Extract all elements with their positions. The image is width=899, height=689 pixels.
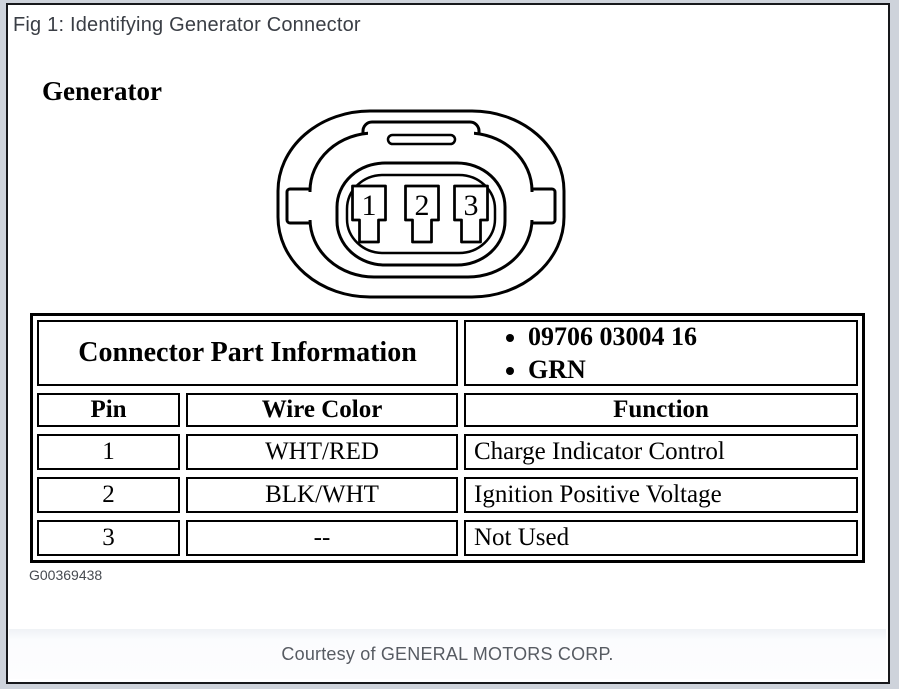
footer-credit-bar: Courtesy of GENERAL MOTORS CORP. [9, 629, 886, 679]
figure-id: G00369438 [29, 567, 103, 583]
right-key-junction-mask [526, 192, 536, 220]
part-info-list: 09706 03004 16 GRN [466, 322, 697, 384]
table-row-1-pin: 1 [37, 434, 180, 470]
column-header-wire-color: Wire Color [186, 393, 458, 427]
pin-2-terminal [404, 184, 440, 244]
part-info-header-cell: Connector Part Information [37, 320, 458, 386]
column-header-pin: Pin [37, 393, 180, 427]
part-info-values-cell: 09706 03004 16 GRN [464, 320, 858, 386]
left-key-junction-mask [306, 192, 316, 220]
table-row-2-pin: 2 [37, 477, 180, 513]
connector-diagram: 1 2 3 [276, 109, 566, 299]
table-row-3-pin: 3 [37, 520, 180, 556]
pin-3-label: 3 [464, 189, 479, 222]
table-row-3-wire-color: -- [186, 520, 458, 556]
pin-1-label: 1 [362, 189, 377, 222]
table-row-1-function: Charge Indicator Control [464, 434, 858, 470]
generator-label: Generator [42, 76, 162, 106]
part-number-item: 09706 03004 16 [528, 322, 697, 353]
pin-2-label: 2 [415, 189, 430, 222]
connector-color-item: GRN [528, 353, 697, 384]
table-row-2-wire-color: BLK/WHT [186, 477, 458, 513]
table-row-1-wire-color: WHT/RED [186, 434, 458, 470]
table-row-3-function: Not Used [464, 520, 858, 556]
figure-title: Fig 1: Identifying Generator Connector [13, 14, 361, 36]
table-row-2-function: Ignition Positive Voltage [464, 477, 858, 513]
pin-1-terminal [351, 184, 387, 244]
column-header-function: Function [464, 393, 858, 427]
pin-3-terminal [453, 184, 489, 244]
footer-credit-text: Courtesy of GENERAL MOTORS CORP. [281, 643, 614, 664]
connector-pinout-table: Connector Part Information 09706 03004 1… [30, 313, 865, 563]
connector-tab-slot [386, 133, 457, 146]
